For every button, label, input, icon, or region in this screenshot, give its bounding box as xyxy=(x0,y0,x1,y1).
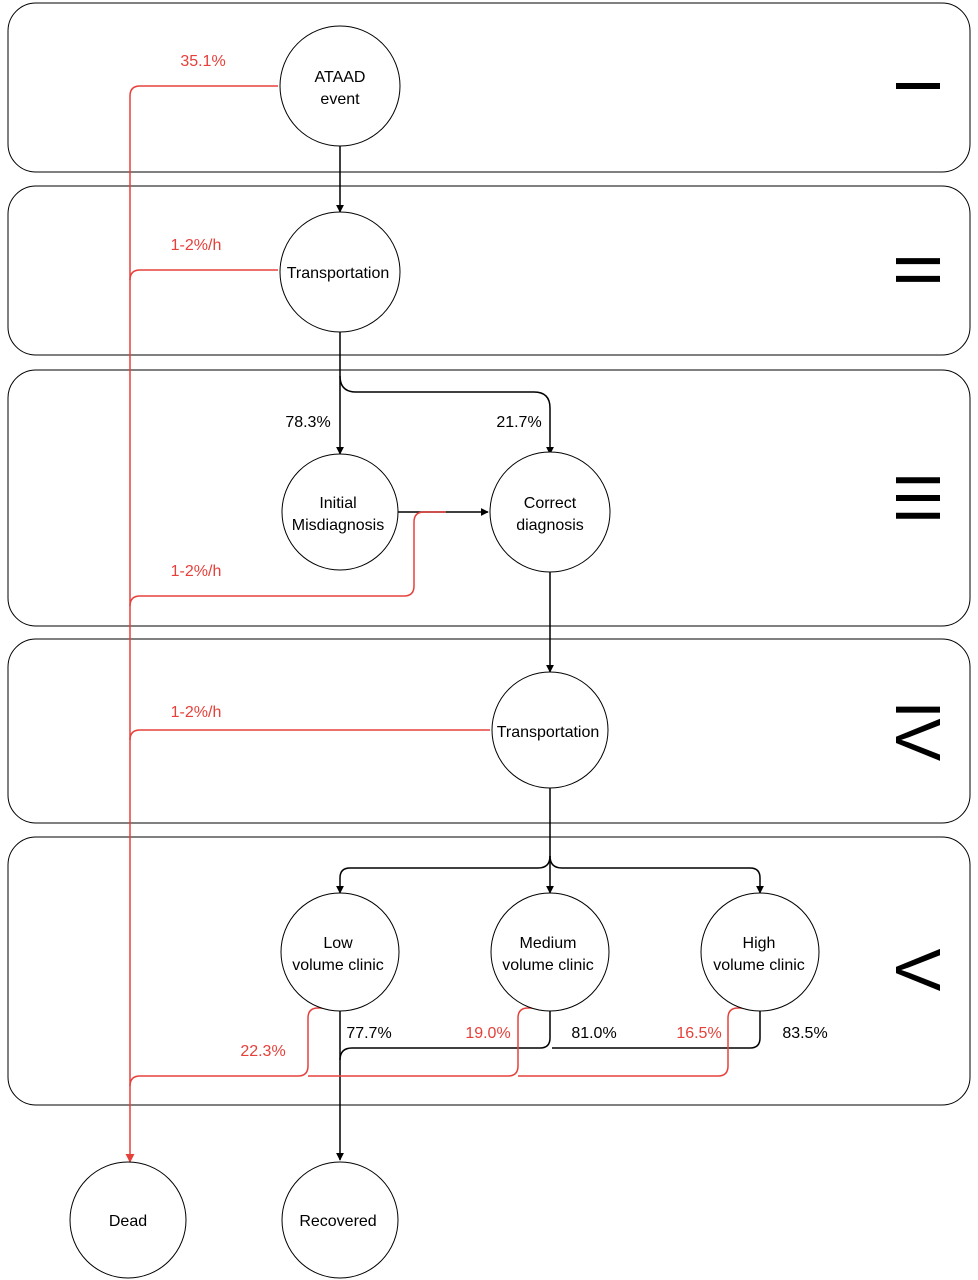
label-high-recovered: 83.5% xyxy=(782,1025,827,1042)
node-correct-diagnosis: Correct diagnosis xyxy=(489,451,611,573)
node-ataad-event: ATAAD event xyxy=(279,25,401,147)
death-trunk xyxy=(125,85,278,1163)
edge-medium-to-recovered xyxy=(339,1008,551,1061)
stage-panel-5 xyxy=(7,836,971,1106)
stage-panel-2 xyxy=(7,185,971,356)
label-death-stage2: 1-2%/h xyxy=(171,237,222,254)
stage-panel-1 xyxy=(7,2,971,173)
node-low-volume-clinic: Low volume clinic xyxy=(280,892,400,1012)
stage-panel-3 xyxy=(7,369,971,627)
node-dead: Dead xyxy=(69,1161,187,1279)
node-recovered: Recovered xyxy=(281,1161,399,1279)
node-label: High xyxy=(743,935,776,952)
node-label: Low xyxy=(323,935,353,952)
stage-numeral-2: II xyxy=(882,252,954,288)
node-transportation-2: Transportation xyxy=(491,671,609,789)
node-label: Transportation xyxy=(287,265,390,282)
node-label: volume clinic xyxy=(502,957,594,974)
node-label: Correct xyxy=(524,495,577,512)
node-transportation-1: Transportation xyxy=(279,211,401,333)
label-death-stage4: 1-2%/h xyxy=(171,704,222,721)
edge-transport-to-correct xyxy=(339,375,554,455)
node-high-volume-clinic: High volume clinic xyxy=(700,892,820,1012)
death-branch-stage2 xyxy=(129,269,278,281)
node-label: diagnosis xyxy=(516,517,584,534)
death-branch-low xyxy=(129,1007,338,1087)
death-branch-medium xyxy=(308,1007,548,1077)
stage-numeral-3: III xyxy=(882,471,954,524)
label-medium-recovered: 81.0% xyxy=(571,1025,616,1042)
label-to-misdiagnosis: 78.3% xyxy=(285,414,330,431)
node-label: event xyxy=(320,91,360,108)
label-high-death: 16.5% xyxy=(676,1025,721,1042)
flow-edges xyxy=(336,145,764,1161)
node-label: volume clinic xyxy=(713,957,805,974)
label-to-correct-diagnosis: 21.7% xyxy=(496,414,541,431)
node-label: Misdiagnosis xyxy=(292,517,384,534)
node-label: Initial xyxy=(319,495,356,512)
label-medium-death: 19.0% xyxy=(465,1025,510,1042)
node-medium-volume-clinic: Medium volume clinic xyxy=(490,892,610,1012)
stage-panels xyxy=(7,2,971,1106)
stage-numeral-1: I xyxy=(882,77,954,95)
nodes: ATAAD event Transportation Initial Misdi… xyxy=(69,25,820,1279)
node-label: Medium xyxy=(520,935,577,952)
label-low-recovered: 77.7% xyxy=(346,1025,391,1042)
stage-numeral-4: IV xyxy=(882,701,954,762)
death-branch-high xyxy=(518,1007,758,1077)
label-death-stage3: 1-2%/h xyxy=(171,563,222,580)
death-branch-stage3 xyxy=(129,511,446,607)
edge-transport-to-low xyxy=(336,788,551,894)
node-label: Dead xyxy=(109,1213,147,1230)
node-label: ATAAD xyxy=(315,69,366,86)
stage-numerals: I II III IV V xyxy=(882,77,954,992)
death-branch-stage4 xyxy=(129,729,490,741)
edge-labels: 35.1% 1-2%/h 78.3% 21.7% 1-2%/h 1-2%/h 2… xyxy=(171,53,828,1060)
node-label: Transportation xyxy=(497,724,600,741)
node-label: Recovered xyxy=(299,1213,376,1230)
stage-numeral-5: V xyxy=(882,949,954,992)
label-death-stage1: 35.1% xyxy=(180,53,225,70)
edge-transport-to-high xyxy=(549,855,764,894)
node-initial-misdiagnosis: Initial Misdiagnosis xyxy=(281,453,399,571)
stage-panel-4 xyxy=(7,638,971,824)
label-low-death: 22.3% xyxy=(240,1043,285,1060)
node-label: volume clinic xyxy=(292,957,384,974)
death-edges xyxy=(125,85,758,1163)
edge-high-to-recovered xyxy=(552,1008,761,1049)
